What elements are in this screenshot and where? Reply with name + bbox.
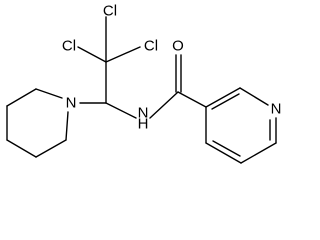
atom-labels: Cl Cl Cl N N H O N [62,3,282,133]
structure-diagram: Cl Cl Cl N N H O N [6,3,282,164]
bond-c-cl2 [77,46,107,63]
py-bond-5-4-inner [212,140,241,157]
atom-n-pyridine: N [271,101,282,118]
bond-cco-py3 [177,91,207,108]
pip-bond-c5-c6 [6,88,37,107]
atom-o-carbonyl: O [172,38,184,55]
atom-cl-top: Cl [103,3,117,20]
atom-n-amide: N [138,105,149,122]
py-bond-3-2-inner [211,93,240,110]
atom-h-amide: H [138,116,149,133]
bond-namide-cco [149,91,179,119]
py-bond-3-2 [205,87,241,108]
py-bond-6-5 [240,142,277,164]
atom-n-piperidine: N [66,95,77,112]
atom-cl-right: Cl [144,38,158,55]
bond-ch-namide [105,102,137,119]
pip-bond-c2-c3 [35,139,67,158]
bonds [6,16,277,164]
py-bond-2-n [239,87,269,106]
atom-cl-left: Cl [62,38,76,55]
bond-c-cl3 [105,46,141,63]
pip-bond-n-c2 [65,111,69,141]
pip-bond-c3-c4 [6,139,37,158]
py-bond-5-4 [205,142,242,164]
pip-bond-c6-n [35,88,63,99]
